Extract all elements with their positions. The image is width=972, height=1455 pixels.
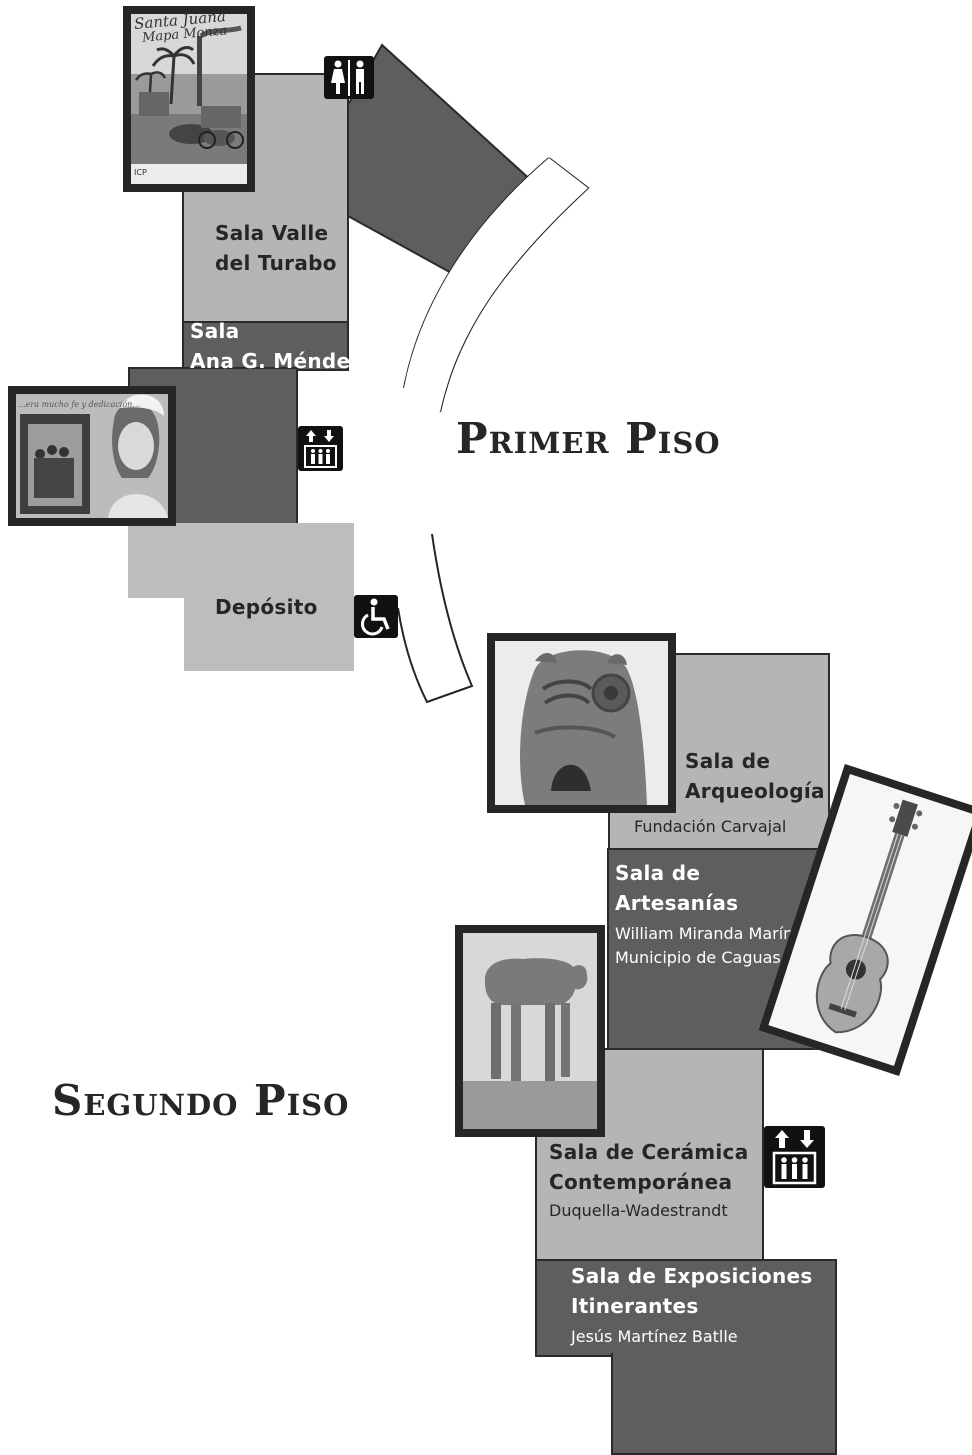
room-ceramica-title-line1: Sala de Cerámica bbox=[549, 1140, 749, 1164]
floor-title-primer-piso: Primer Piso bbox=[456, 414, 721, 463]
cuatro-instrument-photo bbox=[758, 763, 972, 1077]
room-artesanias-title-line1: Sala de bbox=[615, 861, 701, 885]
room-artesanias-title-line2: Artesanías bbox=[615, 891, 739, 915]
ceramic-sculpture-photo bbox=[455, 925, 605, 1137]
room-ceramica-subtitle: Duquella-Wadestrandt bbox=[549, 1201, 728, 1220]
room-arqueologia-subtitle: Fundación Carvajal bbox=[634, 817, 787, 836]
room-itinerantes-title-line2: Itinerantes bbox=[571, 1294, 699, 1318]
room-itinerantes-lower bbox=[611, 1353, 837, 1455]
elevator-icon bbox=[764, 1126, 825, 1188]
archaeology-artifact-photo bbox=[487, 633, 676, 813]
poster-photo bbox=[123, 6, 255, 192]
portrait-photo bbox=[8, 386, 176, 526]
wheelchair-icon bbox=[354, 595, 398, 638]
room-ceramica-title-line2: Contemporánea bbox=[549, 1170, 733, 1194]
floor-title-segundo-piso: Segundo Piso bbox=[52, 1076, 350, 1125]
room-deposito-title: Depósito bbox=[215, 595, 318, 619]
room-itinerantes-title-line1: Sala de Exposiciones bbox=[571, 1264, 813, 1288]
room-itinerantes-subtitle: Jesús Martínez Batlle bbox=[571, 1327, 738, 1346]
room-arqueologia-title-line1: Sala de bbox=[685, 749, 771, 773]
elevator-icon bbox=[298, 426, 343, 471]
room-valle-title-line2: del Turabo bbox=[215, 251, 337, 275]
portrait-caption: ...era mucho fe y dedicación... bbox=[18, 400, 140, 409]
room-sala-ana-g-mendez[interactable] bbox=[182, 321, 349, 371]
room-itinerantes-joint bbox=[613, 1352, 835, 1356]
room-ana-title-line1: Sala bbox=[190, 319, 240, 343]
poster-corner-mark: ICP bbox=[134, 168, 147, 177]
room-artesanias-subtitle-line1: William Miranda Marín bbox=[615, 924, 794, 943]
room-ana-title-line2: Ana G. Méndez bbox=[190, 349, 363, 373]
room-deposito-lower bbox=[184, 596, 354, 671]
room-arqueologia-title-line2: Arqueología bbox=[685, 779, 825, 803]
room-valle-title-line1: Sala Valle bbox=[215, 221, 329, 245]
restroom-icon bbox=[324, 56, 374, 99]
room-artesanias-subtitle-line2: Municipio de Caguas bbox=[615, 948, 781, 967]
room-deposito[interactable] bbox=[128, 523, 354, 598]
